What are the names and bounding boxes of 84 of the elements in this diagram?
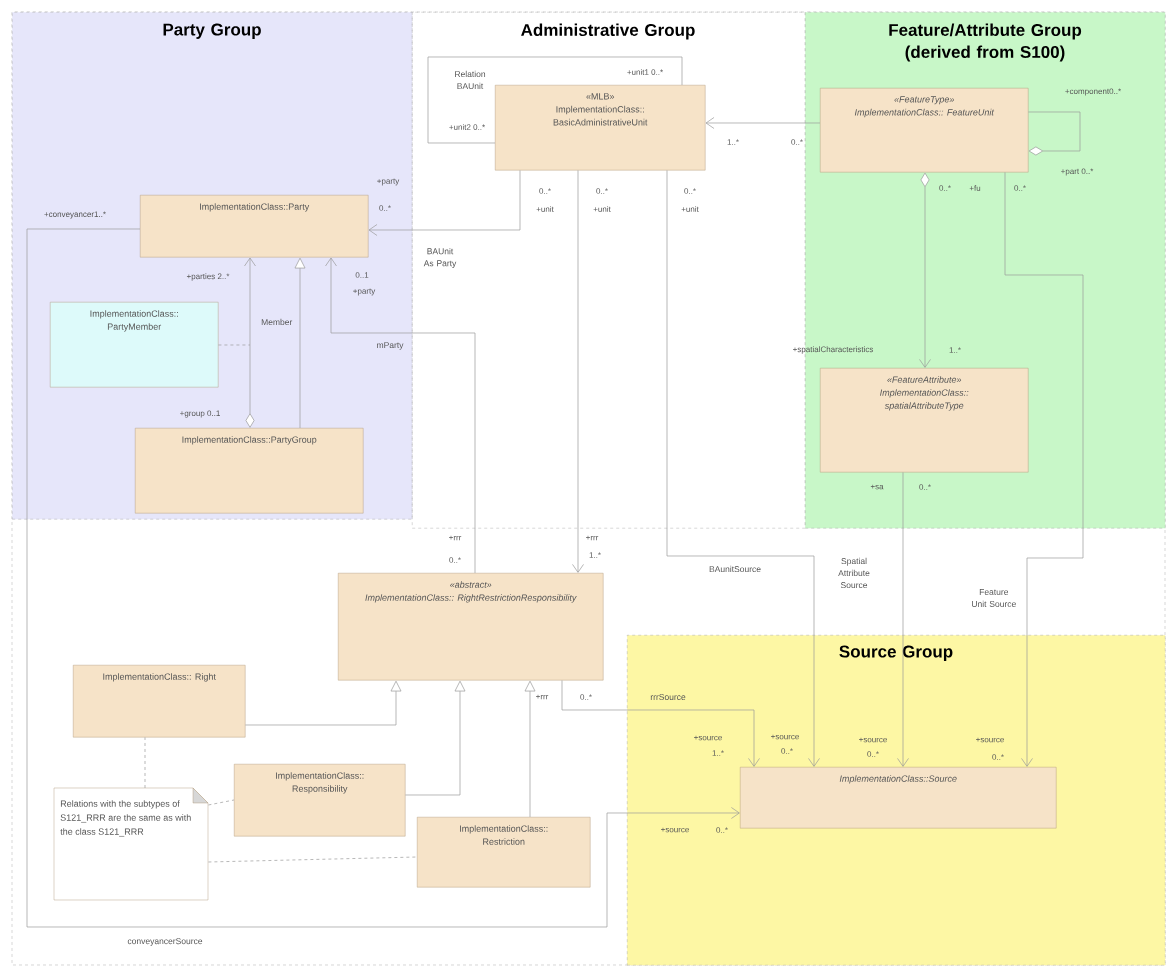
- generalization-arrow: [405, 680, 466, 796]
- role-label: 0..1: [355, 272, 369, 278]
- role-label: +unit: [593, 206, 611, 212]
- dashed-link: [208, 856, 418, 863]
- role-label: +spatialCharacteristics: [793, 346, 874, 354]
- role-label: 0..*: [919, 484, 931, 490]
- association-arrow: [325, 257, 476, 574]
- role-label: 0..*: [939, 185, 951, 191]
- role-label: 0..*: [791, 139, 803, 145]
- association-arrow: [666, 170, 820, 767]
- class-box: ImplementationClass::PartyGroup: [135, 428, 364, 514]
- edge-label: Spatial Attribute Source: [838, 557, 870, 589]
- association-arrow: [705, 117, 821, 129]
- association-arrow: [897, 472, 909, 767]
- role-label: 0..*: [449, 557, 461, 563]
- generalization-arrow: [294, 257, 306, 429]
- class-box: «FeatureType» ImplementationClass:: FeatureUnit: [820, 88, 1029, 173]
- role-label: +rrr: [449, 535, 462, 541]
- role-label: 0..*: [580, 694, 592, 700]
- association-arrow: [919, 172, 931, 368]
- role-label: +party: [353, 288, 376, 296]
- role-label: 1..*: [949, 347, 961, 353]
- generalization-arrow: [245, 680, 402, 726]
- role-label: 0..*: [716, 827, 728, 833]
- class-box: ImplementationClass:: Right: [73, 665, 246, 738]
- class-box: «MLB» ImplementationClass:: BasicAdministrativeUnit: [495, 85, 706, 171]
- generalization-arrow: [524, 680, 536, 818]
- edge-label: Feature Unit Source: [972, 589, 1016, 607]
- role-label: +source: [976, 737, 1004, 743]
- role-label: 0..*: [379, 205, 391, 211]
- class-box: ImplementationClass::Source: [740, 767, 1057, 829]
- edge-label: rrrSource: [650, 694, 686, 700]
- edge-label: Member: [261, 318, 293, 326]
- role-label: 0..*: [867, 751, 879, 757]
- association-arrow: [572, 170, 584, 573]
- role-label: +conveyancer1..*: [44, 211, 106, 219]
- class-box: «abstract» ImplementationClass:: RightRestrictionResponsibility: [338, 573, 604, 681]
- role-label: +unit: [536, 206, 554, 212]
- dashed-link: [144, 737, 146, 789]
- role-label: +component0..*: [1065, 88, 1121, 96]
- dashed-link: [218, 344, 251, 346]
- role-label: +party: [377, 178, 400, 186]
- role-label: 0..*: [596, 188, 608, 194]
- role-label: +unit1 0..*: [627, 69, 663, 75]
- aggregation-arrow: [1028, 111, 1081, 156]
- role-label: +source: [661, 827, 689, 833]
- role-label: +source: [859, 737, 887, 743]
- role-label: 1..*: [712, 750, 724, 756]
- association-line: [427, 56, 683, 144]
- association-arrow: [1004, 172, 1084, 767]
- role-label: +group 0..1: [180, 410, 220, 418]
- role-label: 0..*: [992, 754, 1004, 760]
- role-label: +sa: [870, 484, 884, 490]
- note: Relations with the subtypes of S121_RRR are the same as with the class S121_RRR: [53, 787, 209, 901]
- class-box: ImplementationClass:: PartyMember: [50, 302, 219, 388]
- association-arrow: [368, 170, 521, 236]
- class-box: ImplementationClass:: Restriction: [417, 817, 591, 888]
- edge-label: BAUnit As Party: [423, 248, 457, 268]
- role-label: 1..*: [589, 552, 601, 558]
- edge-label: BAunitSource: [709, 565, 761, 573]
- class-box: ImplementationClass:: Responsibility: [234, 764, 406, 837]
- edge-label: Relation BAUnit: [455, 70, 486, 90]
- class-box: ImplementationClass::Party: [140, 195, 369, 258]
- association-arrow: [26, 228, 740, 928]
- role-label: +rrr: [586, 535, 599, 541]
- role-label: +part 0..*: [1061, 168, 1094, 176]
- role-label: +fu: [969, 185, 981, 191]
- association-arrow: [561, 680, 760, 767]
- edge-label: mParty: [377, 342, 404, 350]
- role-label: +source: [771, 734, 799, 740]
- role-label: 0..*: [684, 188, 696, 194]
- role-label: +unit: [681, 206, 699, 212]
- edge-label: conveyancerSource: [127, 938, 203, 946]
- dashed-link: [208, 799, 235, 806]
- role-label: 1..*: [727, 139, 739, 145]
- class-box: «FeatureAttribute» ImplementationClass:: spatialAttributeType: [820, 368, 1029, 473]
- role-label: +unit2 0..*: [449, 124, 485, 130]
- association-arrow: [244, 257, 256, 428]
- role-label: +source: [694, 735, 722, 741]
- role-label: 0..*: [1014, 185, 1026, 191]
- role-label: 0..*: [539, 188, 551, 194]
- role-label: +parties 2..*: [186, 273, 230, 281]
- role-label: 0..*: [781, 748, 793, 754]
- role-label: +rrr: [536, 694, 549, 700]
